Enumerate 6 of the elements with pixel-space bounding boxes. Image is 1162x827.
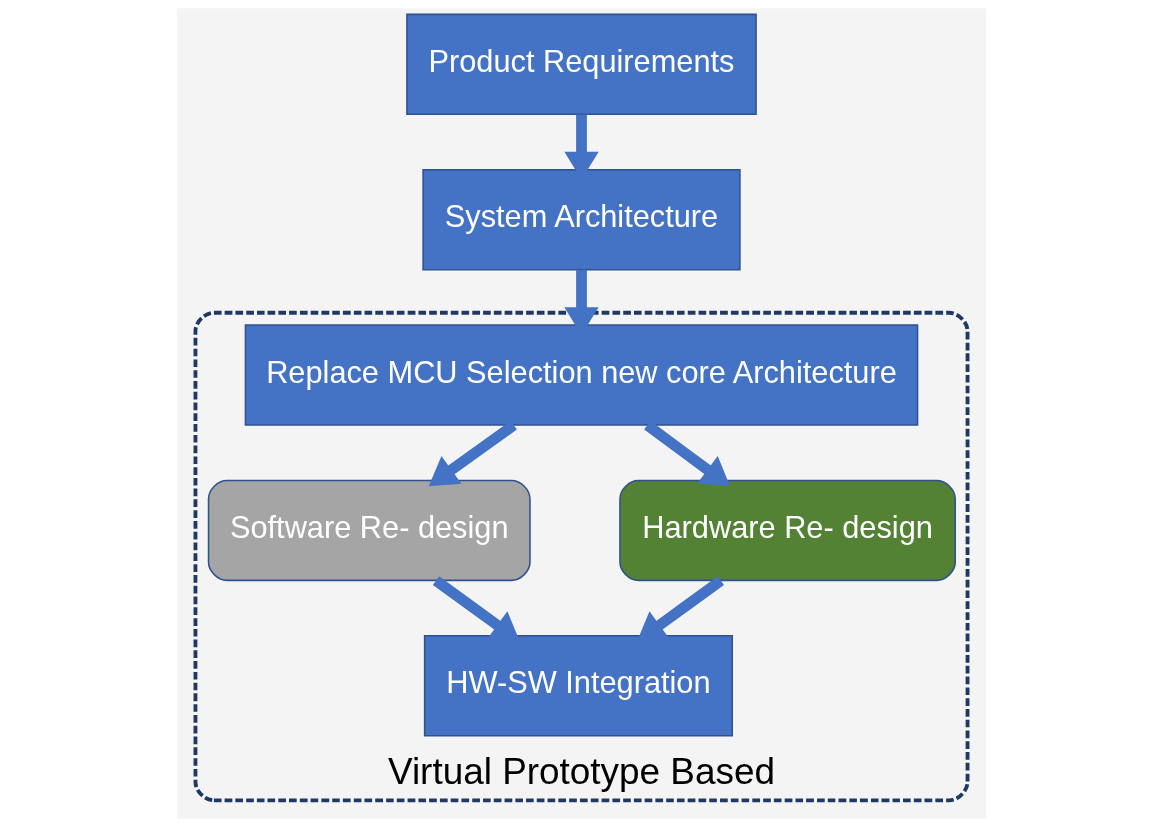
- node-box: Replace MCU Selection new core Architecture: [244, 324, 918, 426]
- node-box: HW-SW Integration: [423, 634, 733, 737]
- node-box: Hardware Re- design: [618, 479, 956, 582]
- node-box: Software Re- design: [207, 479, 531, 582]
- node-box: Product Requirements: [405, 13, 757, 116]
- node-box: System Architecture: [421, 168, 741, 271]
